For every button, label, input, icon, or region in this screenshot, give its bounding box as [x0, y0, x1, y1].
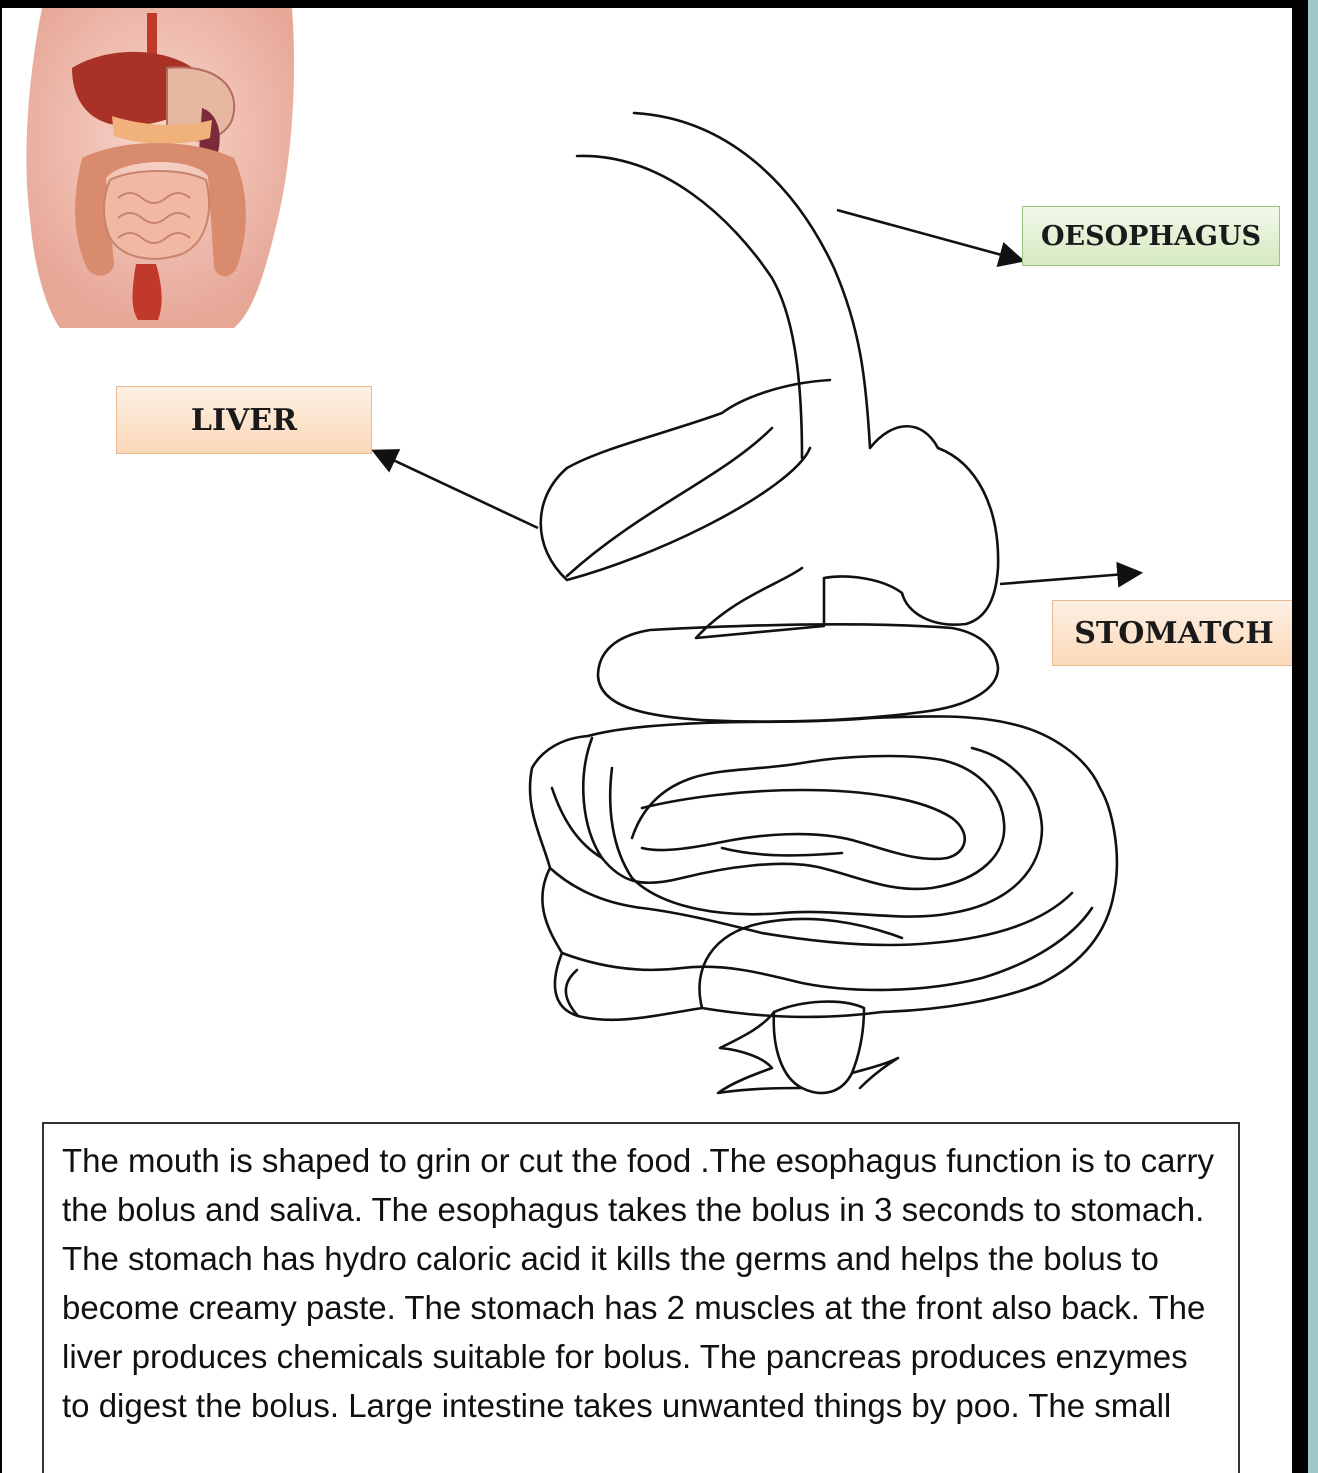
- oesophagus-inner-outline: [577, 156, 802, 458]
- rectum-thumbnail: [133, 264, 162, 320]
- liver-label: LIVER: [116, 386, 372, 454]
- stomach-outline: [696, 448, 998, 638]
- small-intestine-thumbnail: [104, 171, 209, 259]
- liver-arrow: [376, 452, 538, 528]
- small-intestine-outline: [583, 738, 1004, 889]
- anatomy-thumbnail: [26, 8, 294, 328]
- anus-outline: [718, 1012, 898, 1093]
- stomach-label: STOMATCH: [1052, 600, 1292, 666]
- liver-inner-outline: [567, 428, 772, 576]
- description-text: The mouth is shaped to grin or cut the f…: [62, 1136, 1220, 1430]
- worksheet: LIVER OESOPHAGUS STOMATCH The mouth is s…: [2, 8, 1292, 1473]
- stomach-arrow: [1000, 573, 1138, 584]
- liver-outline: [541, 380, 830, 580]
- pancreas-outline: [598, 624, 998, 721]
- oesophagus-arrow: [837, 210, 1020, 260]
- oesophagus-label: OESOPHAGUS: [1022, 206, 1280, 266]
- description-box: The mouth is shaped to grin or cut the f…: [42, 1122, 1240, 1473]
- oesophagus-outline: [634, 113, 938, 448]
